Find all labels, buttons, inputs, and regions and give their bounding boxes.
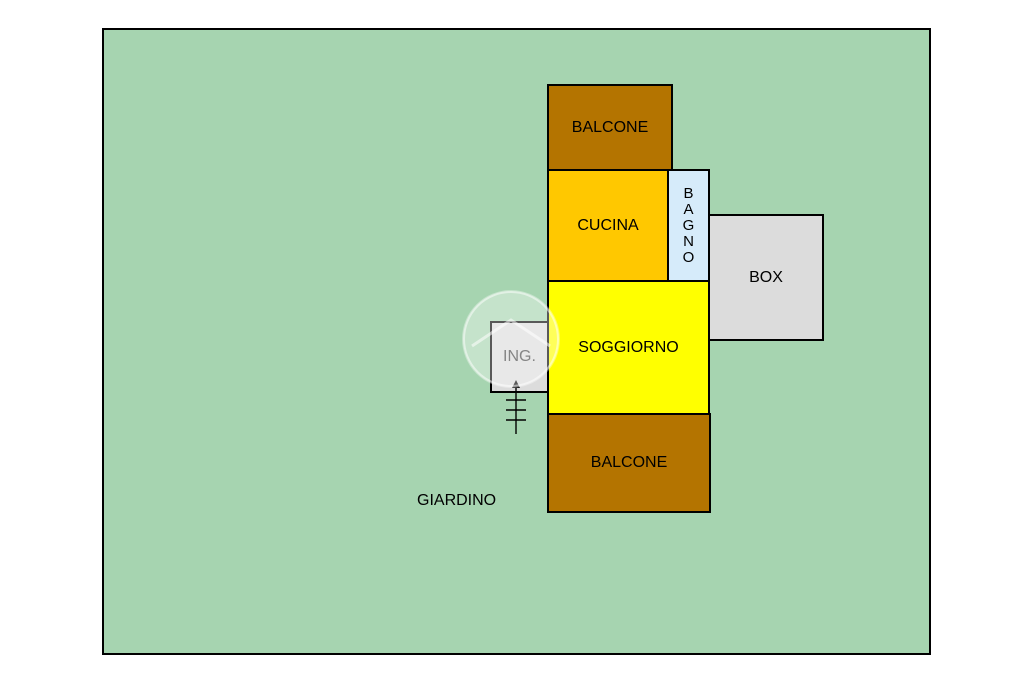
room-balcone-bottom: BALCONE [547, 413, 711, 513]
room-bagno: BAGNO [667, 169, 710, 282]
room-box: BOX [708, 214, 824, 341]
room-soggiorno: SOGGIORNO [547, 280, 710, 415]
room-balcone-top: BALCONE [547, 84, 673, 171]
room-label-cucina: CUCINA [577, 216, 639, 234]
room-label-balcone-top: BALCONE [571, 118, 649, 136]
room-label-box: BOX [749, 268, 783, 286]
room-label-balcone-bottom: BALCONE [590, 454, 668, 471]
room-cucina: CUCINA [547, 169, 669, 282]
room-label-bagno: BAGNO [682, 184, 695, 266]
stairs-arrow-icon [506, 380, 526, 434]
room-label-ingresso: ING. [503, 348, 536, 365]
garden-label: GIARDINO [417, 492, 497, 509]
room-label-soggiorno: SOGGIORNO [578, 338, 679, 356]
